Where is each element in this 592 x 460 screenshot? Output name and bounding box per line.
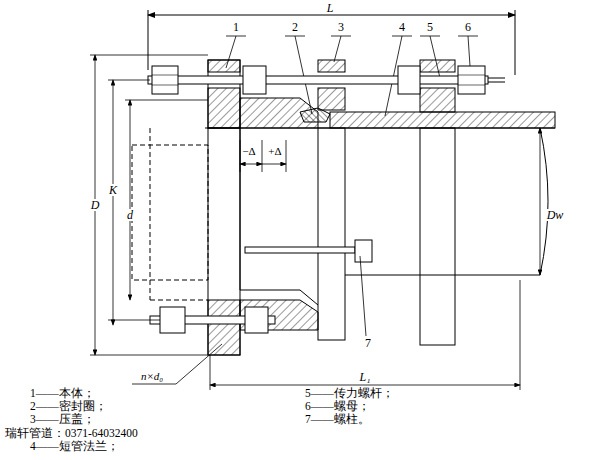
dimension-label: d [126,209,134,221]
dimension-label: L [326,2,335,14]
dimension-label: +Δ [267,146,282,157]
legend-entry: 4——短管法兰； [30,441,119,453]
callout-number: 2 [292,21,298,33]
dimension-label: L₁ [359,371,372,383]
dimension-label: Dw [546,209,565,221]
legend-entry: 6——螺母； [305,401,370,413]
callout-number: 7 [364,337,372,349]
dimension-label: D [90,199,101,211]
legend-entry: 2——密封圈； [30,401,107,413]
callout-number: 5 [427,21,433,33]
callout-number: 6 [465,21,471,33]
callout-number: 1 [233,21,239,33]
legend-entry: 7——螺柱。 [305,414,370,426]
callout-number: 4 [399,21,405,33]
legend-entry: 5——传力螺杆； [305,388,394,400]
legend-entry: 3——压盖； [30,414,95,426]
callout-number: 3 [338,21,344,33]
legend-entry: 1——本体； [30,388,95,400]
dimension-label: −Δ [241,146,256,157]
watermark: 瑞轩管道：0371-64032400 [5,428,138,440]
dimension-label: n×d₀ [140,371,164,382]
dimension-label: K [108,184,118,196]
